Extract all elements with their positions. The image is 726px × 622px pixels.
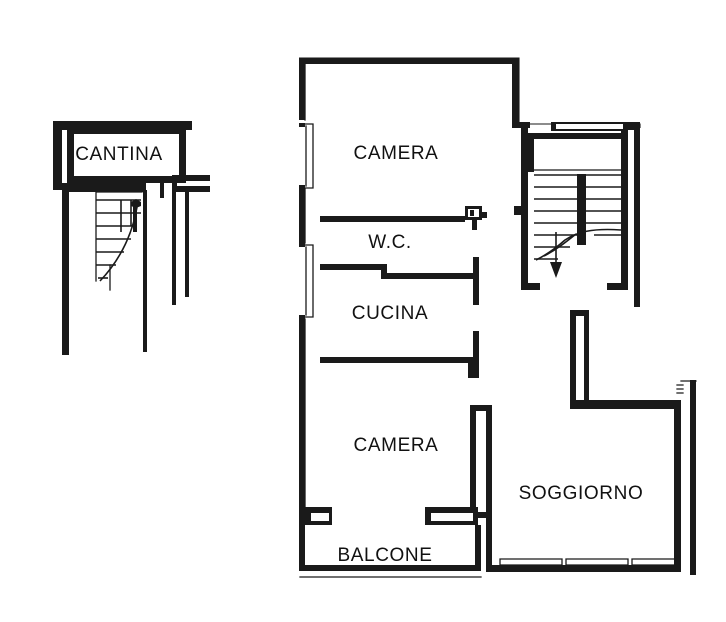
- cantina-corridor-wall-a: [172, 190, 176, 305]
- room-labels-group: CANTINA CAMERA W.C. CUCINA CAMERA SOGGIO…: [75, 143, 643, 566]
- room-label-balcone: BALCONE: [337, 545, 432, 566]
- soggiorno-top-wall: [570, 400, 681, 409]
- stairwell-left-wall-foot: [521, 283, 540, 290]
- left-wall-seg-win1-bot: [299, 185, 305, 189]
- balcony-threshold-right-cavity: [431, 513, 473, 521]
- cantina-right-stub-upper: [160, 183, 164, 198]
- soggiorno-left-wall-lower: [486, 405, 492, 572]
- room-label-cantina: CANTINA: [75, 144, 163, 165]
- cantina-corridor-stub: [172, 186, 210, 192]
- cantina-corridor-left-jamb: [172, 175, 177, 192]
- left-wall-seg-win1-top: [299, 123, 305, 127]
- stairwell-right-inner-wall: [621, 131, 628, 290]
- room-label-camera-1: CAMERA: [354, 143, 439, 164]
- cantina-bottom-wall: [62, 183, 146, 192]
- room-label-soggiorno: SOGGIORNO: [519, 483, 644, 504]
- cucina-camera2-stub-foot: [468, 363, 479, 378]
- stair-central-stringer: [577, 174, 586, 245]
- apartment-landing-top: [512, 122, 530, 128]
- stair-top-landing: [528, 133, 621, 172]
- stairwell-right-outer-top: [628, 122, 640, 130]
- wc-right-stub: [473, 257, 479, 305]
- cantina-left-heavy-wall: [62, 190, 69, 355]
- camera2-right-wall-cavity: [476, 411, 486, 512]
- wc-cucina-divider: [320, 264, 475, 279]
- stairwell-right-inner-foot: [607, 283, 628, 290]
- stairwell-right-outer-wall: [634, 128, 640, 307]
- cantina-room-right-wall: [179, 127, 186, 183]
- soggiorno-right-outer-wall: [690, 380, 696, 575]
- left-wall-seg-3: [299, 318, 305, 532]
- entry-staircase-group: [514, 122, 640, 307]
- balcony-floor: [305, 525, 475, 565]
- soggiorno-glazing: [499, 558, 677, 566]
- room-label-cucina: CUCINA: [352, 303, 428, 324]
- cantina-plan-group: [53, 121, 210, 355]
- door-swing-wc-icon: [465, 206, 487, 230]
- soggiorno-hatch-mark: [676, 384, 684, 394]
- soggiorno-group: [486, 310, 697, 575]
- stair-break-line-2: [543, 233, 577, 257]
- cantina-handrail-post: [131, 199, 141, 208]
- balcony-threshold-left-cavity: [311, 513, 329, 521]
- soggiorno-bottom-wall: [486, 565, 681, 572]
- cantina-stair-wall: [143, 190, 147, 352]
- soggiorno-left-wall-cavity: [576, 316, 584, 402]
- window-left-lower: [299, 244, 314, 318]
- left-wall-seg-2: [299, 188, 305, 243]
- soggiorno-right-wall: [674, 400, 681, 571]
- cantina-corridor-wall-b: [185, 190, 189, 297]
- window-left-upper: [299, 123, 314, 189]
- apartment-top-right-return: [512, 58, 519, 128]
- room-label-camera-2: CAMERA: [354, 435, 439, 456]
- cucina-camera2-divider: [320, 357, 475, 363]
- stairwell-left-wall: [521, 128, 528, 290]
- apartment-plan-group: [299, 57, 697, 578]
- stair-down-arrow-icon: [550, 232, 562, 278]
- stair-landing-slab-cavity: [556, 124, 623, 129]
- stairwell-left-stub: [514, 206, 521, 215]
- stair-treads-right: [586, 174, 621, 236]
- cantina-stair-enclosure: [95, 191, 143, 282]
- room-label-wc: W.C.: [368, 232, 412, 253]
- left-wall-seg-1: [299, 58, 305, 120]
- cantina-corridor-top: [172, 175, 210, 181]
- cantina-handrail: [133, 206, 137, 232]
- camera1-wc-divider: [320, 216, 465, 222]
